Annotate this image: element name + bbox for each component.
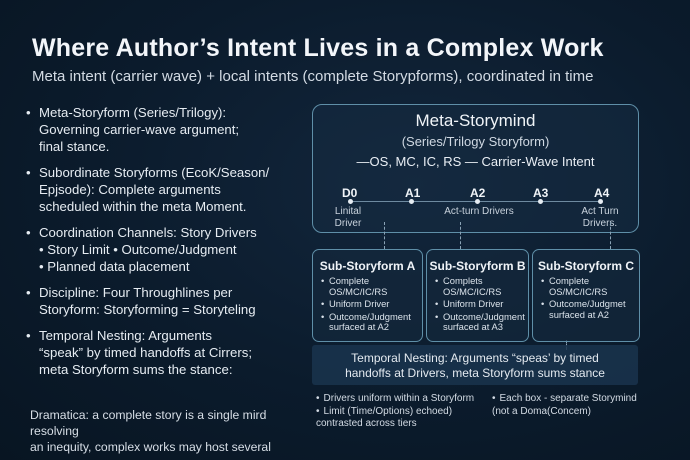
- stage-label-a1: A1: [405, 186, 421, 200]
- bullet-line: Temporal Nesting: Arguments: [39, 328, 212, 343]
- bullet-list: • Meta-Storyform (Series/Trilogy): Gover…: [26, 104, 296, 387]
- bullet-line: Subordinate Storyforms (EcoK/Season/: [39, 165, 270, 180]
- bullet-line: Discipline: Four Throughlines per: [39, 285, 233, 300]
- stage-dot-a4: [598, 199, 603, 204]
- sub-storyform-item: •Complete OS/MC/IC/RS: [321, 275, 388, 297]
- sub-storyform-item: •Complete OS/MC/IC/RS: [541, 275, 608, 297]
- stage-dot-d0: [348, 199, 353, 204]
- stage-desc-d0: Linital Driver: [326, 206, 370, 230]
- footnote-right: •Each box - separate Storymind (not a Do…: [492, 393, 638, 418]
- bullet-line: meta Storyform sums the stance:: [39, 362, 233, 377]
- sub-storyform-title: Sub-Storyform A: [319, 259, 416, 273]
- bullet-line: “speak” by timed handoffs at Cirrers;: [39, 345, 253, 360]
- sub-storyform-title: Sub-Storyform B: [429, 259, 526, 273]
- bullet-line: Storyform: Storyforming = Storyteling: [39, 302, 256, 317]
- stage-desc-line: Drivers.: [582, 218, 618, 229]
- note-line: an inequity, complex works may host seve…: [30, 440, 271, 454]
- stage-label-a2: A2: [470, 186, 486, 200]
- stage-dot-a3: [538, 199, 543, 204]
- handoff-connector-b: [460, 222, 461, 249]
- stage-desc-line: Linital: [334, 206, 362, 217]
- sub-storyform-title: Sub-Storyform C: [538, 259, 634, 273]
- footnote-item: •Limit (Time/Options) echoed) contrasted…: [316, 405, 453, 430]
- carrier-wave-line: —OS, MC, IC, RS — Carrier-Wave Intent: [356, 154, 595, 169]
- note-line: Dramatica: a complete story is a single …: [30, 408, 267, 438]
- temporal-nesting-banner: Temporal Nesting: Arguments “speas’ by t…: [312, 345, 638, 385]
- sub-storyform-item: •Outcome/Judgment surfaced at A3: [435, 310, 525, 332]
- footnote-item: •Each box - separate Storymind (not a Do…: [492, 393, 637, 417]
- stage-label-a4: A4: [594, 186, 610, 200]
- bullet-line: Epjsode): Complete arguments: [39, 182, 221, 197]
- sub-storyform-item: •Uniform Driver: [435, 298, 504, 309]
- bullet-line: • Planned data placement: [39, 259, 190, 274]
- stage-desc-line: Act Turn: [581, 206, 619, 217]
- bullet-line: Governing carrier-wave argument;: [39, 122, 240, 137]
- dramatica-note: Dramatica: a complete story is a single …: [30, 407, 300, 455]
- footnote-left: •Drivers uniform within a Storyform •Lim…: [316, 393, 488, 431]
- stage-desc-line: Driver: [334, 218, 362, 229]
- temporal-line: Temporal Nesting: Arguments “speas’ by t…: [351, 351, 599, 365]
- meta-storymind-title: Meta-Storymind: [415, 111, 536, 130]
- diagram-title: Where Author’s Intent Lives in a Complex…: [32, 34, 604, 62]
- sub-storyform-item: •Outcome/Judgment surfaced at A2: [321, 310, 411, 332]
- meta-storymind-subtitle: (Series/Trilogy Storyform): [401, 134, 550, 149]
- bullet-dot: •: [26, 328, 31, 343]
- temporal-text: Temporal Nesting: Arguments “speas’ by t…: [312, 351, 638, 381]
- bullet-dot: •: [26, 105, 31, 120]
- bullet-dot: •: [26, 285, 31, 300]
- sub-storyform-item: •Outcome/Judgmet surfaced at A2: [541, 298, 626, 320]
- bullet-line: • Story Limit • Outcome/Judgment: [39, 242, 237, 257]
- bullet-line: final stance.: [39, 139, 110, 154]
- bullet-line: Meta-Storyform (Series/Trilogy):: [39, 105, 227, 120]
- stage-desc-a4: Act Turn Drivers.: [574, 206, 626, 230]
- sub-storyform-item: •Complets OS/MC/IC/RS: [435, 275, 502, 297]
- stage-dot-a2: [475, 199, 480, 204]
- sub-storyform-item: •Uniform Driver: [321, 298, 390, 309]
- bullet-meta-storyform: • Meta-Storyform (Series/Trilogy): Gover…: [26, 104, 296, 155]
- bullet-dot: •: [26, 165, 31, 180]
- handoff-connector-c: [610, 222, 611, 249]
- stage-desc-a2: Act-turn Drivers: [444, 206, 514, 217]
- stage-dot-a1: [409, 199, 414, 204]
- diagram-subtitle: Meta intent (carrier wave) + local inten…: [32, 68, 594, 85]
- bullet-dot: •: [26, 225, 31, 240]
- bullet-temporal-nesting: • Temporal Nesting: Arguments “speak” by…: [26, 327, 296, 378]
- stage-label-a3: A3: [533, 186, 549, 200]
- bullet-coordination-channels: • Coordination Channels: Story Drivers •…: [26, 224, 296, 275]
- meta-storymind-box: Meta-Storymind (Series/Trilogy Storyform…: [312, 104, 639, 233]
- bullet-discipline: • Discipline: Four Throughlines per Stor…: [26, 284, 296, 318]
- handoff-connector-a: [384, 222, 385, 249]
- footnote-item: •Drivers uniform within a Storyform: [316, 393, 475, 404]
- bullet-subordinate-storyforms: • Subordinate Storyforms (EcoK/Season/ E…: [26, 164, 296, 215]
- sub-storyform-c: Sub-Storyform C •Complete OS/MC/IC/RS •O…: [532, 249, 640, 342]
- bullet-line: Coordination Channels: Story Drivers: [39, 225, 257, 240]
- temporal-line: handoffs at Drivers, meta Storyform sums…: [345, 366, 605, 380]
- sub-storyform-b: Sub-Storyform B •Complets OS/MC/IC/RS •U…: [426, 249, 529, 342]
- bullet-line: scheduled within the meta Moment.: [39, 199, 247, 214]
- sub-storyform-a: Sub-Storyform A •Complete OS/MC/IC/RS •U…: [312, 249, 423, 342]
- stage-label-d0: D0: [342, 186, 358, 200]
